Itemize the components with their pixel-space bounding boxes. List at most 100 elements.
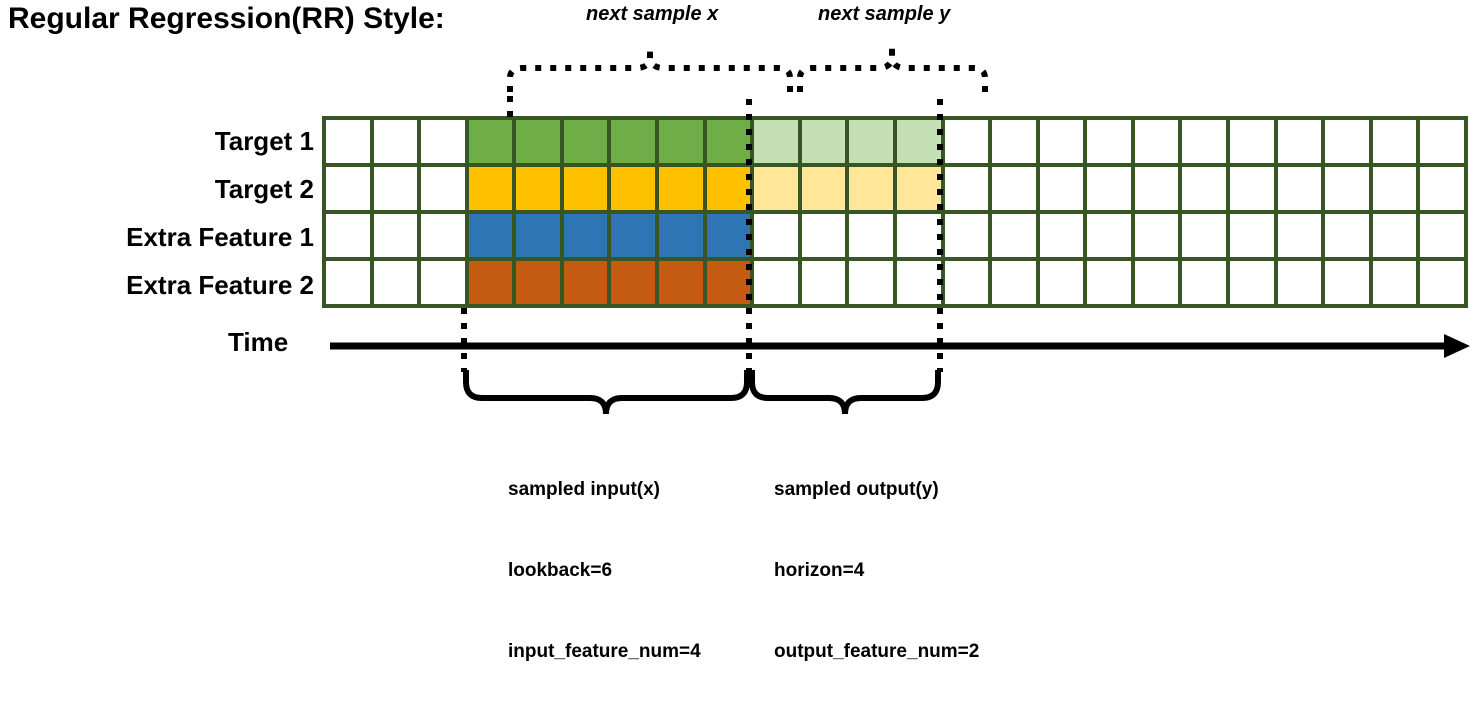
grid-cell-r3-c8 xyxy=(659,214,703,257)
grid-cell-r3-c11 xyxy=(801,214,846,257)
grid-cell-r1-c10 xyxy=(754,120,798,163)
row-label-target-1: Target 1 xyxy=(214,126,314,156)
grid-cell-r4-c9 xyxy=(706,261,751,304)
grid-cell-r3-c4 xyxy=(468,214,513,257)
grid-cell-r3-c2 xyxy=(373,214,418,257)
grid-cell-r4-c18 xyxy=(1134,261,1179,304)
grid-cell-r3-c7 xyxy=(611,214,656,257)
grid-cell-r4-c11 xyxy=(801,261,846,304)
grid-cell-r3-c17 xyxy=(1087,214,1131,257)
note-input-line-2: lookback=6 xyxy=(508,559,613,581)
grid-cell-r3-c24 xyxy=(1420,214,1464,257)
grid-cell-r4-c12 xyxy=(849,261,893,304)
grid-cell-r1-c21 xyxy=(1277,120,1322,163)
grid-cell-r2-c3 xyxy=(421,167,465,210)
grid-cell-r2-c19 xyxy=(1182,167,1227,210)
grid-cell-r3-c6 xyxy=(563,214,608,257)
grid-cell-r4-c13 xyxy=(896,261,941,304)
grid-cell-r1-c20 xyxy=(1230,120,1274,163)
grid-cell-r3-c20 xyxy=(1230,214,1274,257)
grid-cell-r1-c24 xyxy=(1420,120,1464,163)
grid-cell-r4-c17 xyxy=(1087,261,1131,304)
grid-cell-r3-c23 xyxy=(1372,214,1417,257)
grid-cell-r2-c22 xyxy=(1325,167,1369,210)
grid-cell-r4-c15 xyxy=(992,261,1036,304)
brace-next-sample-y xyxy=(797,44,988,92)
grid-cell-r1-c12 xyxy=(849,120,893,163)
grid-cell-r2-c18 xyxy=(1134,167,1179,210)
grid-cell-r3-c9 xyxy=(706,214,751,257)
dotted-leaders-lower xyxy=(461,308,943,372)
grid-cell-r1-c9 xyxy=(706,120,751,163)
grid-cell-r2-c6 xyxy=(563,167,608,210)
grid-cell-r4-c23 xyxy=(1372,261,1417,304)
grid-cell-r3-c1 xyxy=(326,214,370,257)
grid-cell-r2-c9 xyxy=(706,167,751,210)
grid-cell-r3-c21 xyxy=(1277,214,1322,257)
grid-cell-r4-c7 xyxy=(611,261,656,304)
grid-cell-r1-c22 xyxy=(1325,120,1369,163)
grid-cell-r3-c13 xyxy=(896,214,941,257)
grid-cell-r2-c16 xyxy=(1039,167,1084,210)
grid-cell-r2-c20 xyxy=(1230,167,1274,210)
row-label-extra-feature-2: Extra Feature 2 xyxy=(126,270,314,300)
grid-cell-r1-c2 xyxy=(373,120,418,163)
grid-cell-r1-c14 xyxy=(944,120,989,163)
grid-cell-r3-c3 xyxy=(421,214,465,257)
grid-cell-r1-c16 xyxy=(1039,120,1084,163)
grid-cell-r4-c6 xyxy=(563,261,608,304)
grid-cell-r3-c19 xyxy=(1182,214,1227,257)
grid-cell-r4-c1 xyxy=(326,261,370,304)
grid-cell-r3-c15 xyxy=(992,214,1036,257)
grid-cell-r4-c10 xyxy=(754,261,798,304)
diagram-canvas: Regular Regression(RR) Style: Target 1 T… xyxy=(8,2,1470,662)
grid-cell-r4-c24 xyxy=(1420,261,1464,304)
grid-cell-r2-c8 xyxy=(659,167,703,210)
grid-cell-r1-c18 xyxy=(1134,120,1179,163)
grid-cell-r2-c12 xyxy=(849,167,893,210)
grid-cell-r2-c7 xyxy=(611,167,656,210)
grid-cell-r2-c17 xyxy=(1087,167,1131,210)
grid-cell-r1-c15 xyxy=(992,120,1036,163)
brace-sampled-input xyxy=(463,370,750,415)
grid-cell-r1-c23 xyxy=(1372,120,1417,163)
grid-cell-r4-c22 xyxy=(1325,261,1369,304)
grid-cell-r2-c11 xyxy=(801,167,846,210)
caption-next-sample-x: next sample x xyxy=(586,3,719,25)
grid-cell-r4-c21 xyxy=(1277,261,1322,304)
grid-cell-r1-c1 xyxy=(326,120,370,163)
grid-cell-r4-c19 xyxy=(1182,261,1227,304)
grid-cell-r4-c8 xyxy=(659,261,703,304)
note-sampled-input: sampled input(x) lookback=6 input_featur… xyxy=(508,423,701,720)
note-input-line-3: input_feature_num=4 xyxy=(508,640,701,662)
page-title: Regular Regression(RR) Style: xyxy=(8,2,445,35)
time-axis xyxy=(330,334,1470,358)
note-sampled-output: sampled output(y) horizon=4 output_featu… xyxy=(774,423,979,720)
grid-cell-r3-c14 xyxy=(944,214,989,257)
grid-cell-r1-c6 xyxy=(563,120,608,163)
grid-cell-r2-c2 xyxy=(373,167,418,210)
grid-cell-r4-c5 xyxy=(516,261,560,304)
grid-cell-r2-c14 xyxy=(944,167,989,210)
time-axis-label: Time xyxy=(228,327,289,357)
grid-cell-r1-c8 xyxy=(659,120,703,163)
grid-cell-r4-c4 xyxy=(468,261,513,304)
grid-cell-r2-c15 xyxy=(992,167,1036,210)
grid-cell-r1-c7 xyxy=(611,120,656,163)
grid-cell-r1-c17 xyxy=(1087,120,1131,163)
grid-cell-r2-c13 xyxy=(896,167,941,210)
grid-cell-r2-c4 xyxy=(468,167,513,210)
grid-cell-r3-c16 xyxy=(1039,214,1084,257)
timeline-grid xyxy=(322,116,1468,308)
row-label-target-2: Target 2 xyxy=(214,174,314,204)
note-output-line-2: horizon=4 xyxy=(774,559,865,581)
grid-cell-r4-c20 xyxy=(1230,261,1274,304)
brace-next-sample-x xyxy=(507,44,793,92)
grid-cell-r3-c12 xyxy=(849,214,893,257)
grid-cell-r2-c23 xyxy=(1372,167,1417,210)
grid-cell-r2-c24 xyxy=(1420,167,1464,210)
grid-cell-r3-c18 xyxy=(1134,214,1179,257)
grid-cell-r1-c19 xyxy=(1182,120,1227,163)
row-label-extra-feature-1: Extra Feature 1 xyxy=(126,222,314,252)
grid-cell-r1-c3 xyxy=(421,120,465,163)
